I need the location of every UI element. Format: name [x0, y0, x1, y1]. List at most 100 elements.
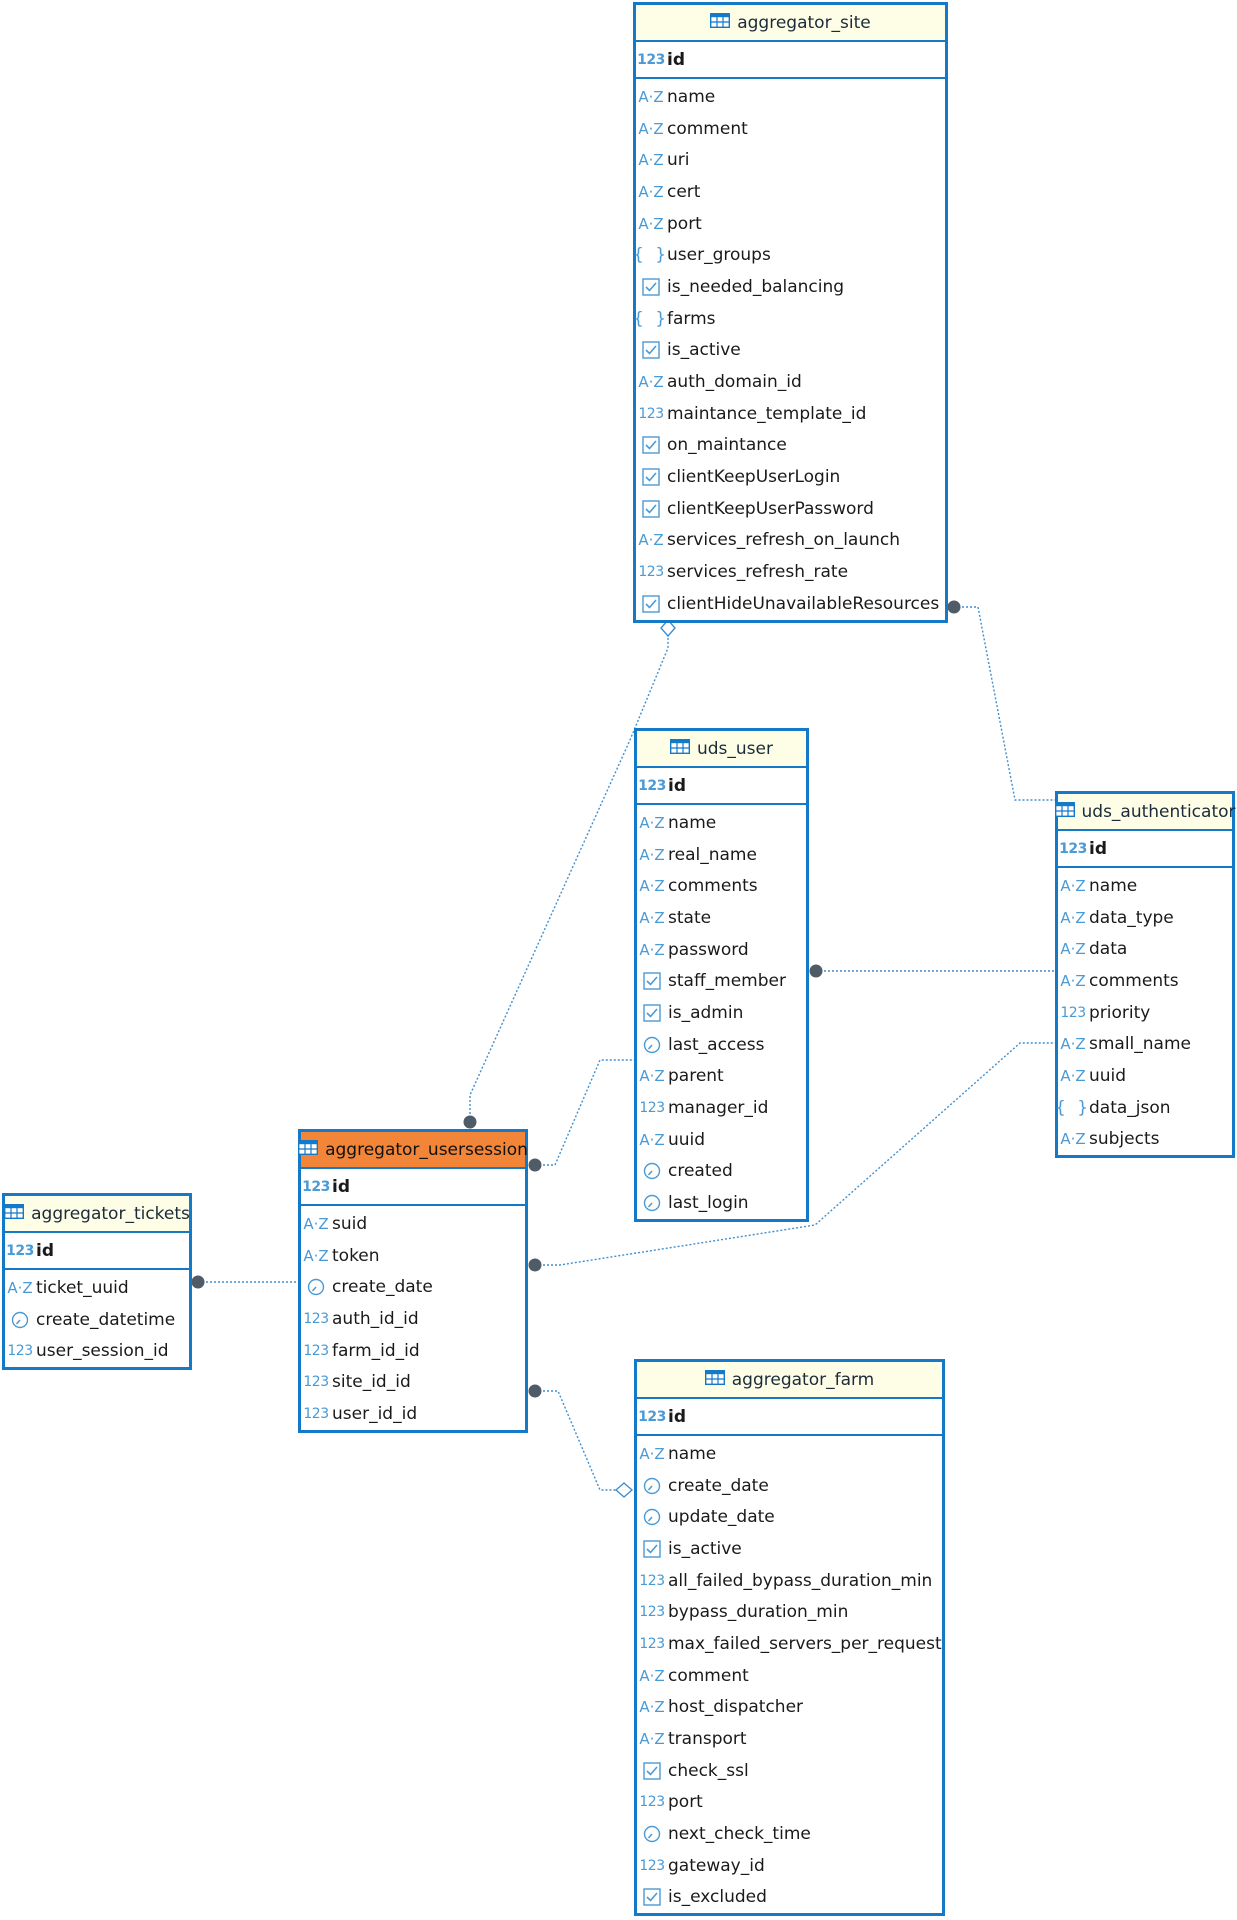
column-row[interactable]: update_date: [637, 1501, 942, 1533]
column-row[interactable]: is_excluded: [637, 1882, 942, 1914]
column-row[interactable]: on_maintance: [636, 430, 945, 462]
column-row[interactable]: clientKeepUserPassword: [636, 493, 945, 525]
relation-line[interactable]: [954, 606, 1055, 801]
column-row[interactable]: { }data_json: [1055, 1092, 1232, 1124]
column-name: comments: [1089, 970, 1179, 991]
column-row[interactable]: clientKeepUserLogin: [636, 461, 945, 493]
column-row[interactable]: is_active: [637, 1533, 942, 1565]
column-row[interactable]: staff_member: [637, 965, 806, 997]
column-row[interactable]: last_login: [637, 1187, 806, 1219]
column-row[interactable]: create_datetime: [5, 1304, 189, 1336]
column-name: name: [668, 812, 717, 833]
entity-header[interactable]: aggregator_site: [636, 5, 945, 42]
column-row[interactable]: { }user_groups: [633, 239, 945, 271]
relation-line[interactable]: [535, 1059, 634, 1166]
entity-header[interactable]: uds_authenticator: [1054, 794, 1236, 831]
relation-line[interactable]: [535, 1390, 625, 1491]
entity-header[interactable]: aggregator_usersession: [298, 1132, 528, 1169]
text-type-icon: A·Z: [1060, 876, 1086, 895]
numeric-type-icon: 123: [303, 1374, 329, 1391]
column-name: parent: [668, 1066, 724, 1087]
json-type-icon: { }: [632, 308, 670, 329]
column-name: maintance_template_id: [667, 403, 867, 424]
column-name: password: [668, 939, 749, 960]
column-row[interactable]: next_check_time: [637, 1818, 942, 1850]
column-row[interactable]: check_ssl: [637, 1755, 942, 1787]
entity-header[interactable]: aggregator_farm: [637, 1362, 942, 1399]
column-row[interactable]: is_admin: [637, 997, 806, 1029]
column-row[interactable]: last_access: [637, 1029, 806, 1061]
entity-header[interactable]: aggregator_tickets: [4, 1196, 190, 1233]
column-row[interactable]: clientHideUnavailableResources: [636, 588, 945, 620]
column-name: is_needed_balancing: [667, 276, 845, 297]
text-type-icon: A·Z: [638, 182, 664, 201]
text-type-icon: A·Z: [638, 151, 664, 170]
column-row[interactable]: is_active: [636, 335, 945, 367]
column-row[interactable]: { }farms: [632, 303, 945, 335]
column-name: farms: [667, 308, 716, 329]
column-row[interactable]: create_date: [301, 1271, 525, 1303]
column-name: token: [332, 1245, 380, 1266]
column-row[interactable]: is_needed_balancing: [636, 271, 945, 303]
column-row[interactable]: create_date: [637, 1470, 942, 1502]
entity-header[interactable]: uds_user: [637, 731, 806, 768]
column-row[interactable]: created: [637, 1156, 806, 1188]
column-name: is_excluded: [668, 1887, 767, 1908]
